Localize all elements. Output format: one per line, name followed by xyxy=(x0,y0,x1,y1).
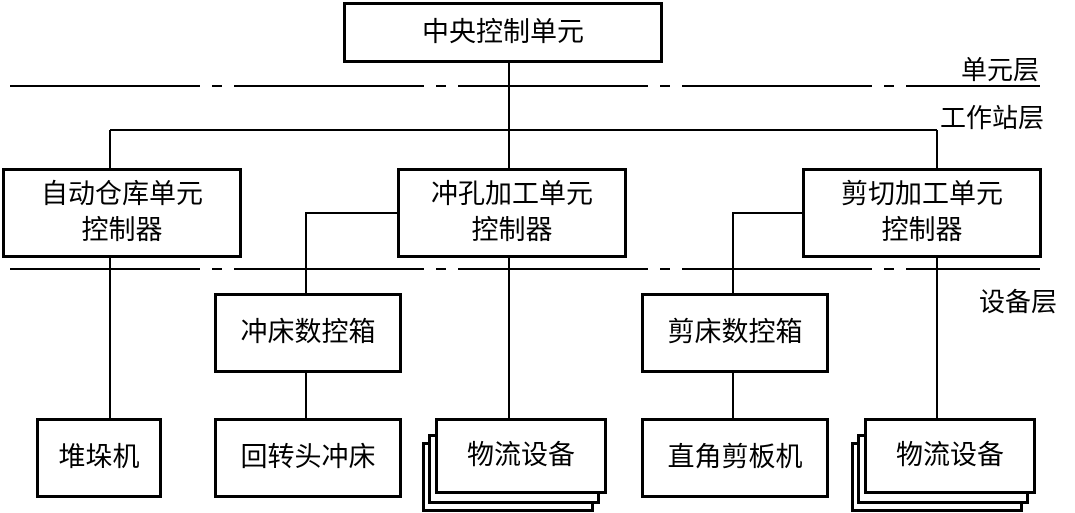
unit-layer-label: 单元层 xyxy=(961,56,1040,86)
link-punch-ctrl-nc xyxy=(305,212,397,293)
shear-nc-box: 剪床数控箱 xyxy=(641,293,829,373)
punch-nc-box: 冲床数控箱 xyxy=(214,293,402,373)
warehouse-unit-controller-box: 自动仓库单元 控制器 xyxy=(2,168,242,258)
equipment-layer-label: 设备层 xyxy=(979,288,1058,318)
turret-punch-press-box: 回转头冲床 xyxy=(214,418,402,498)
logistics-equipment-2-box: 物流设备 xyxy=(864,418,1036,494)
logistics-equipment-1-box: 物流设备 xyxy=(435,418,607,494)
punching-unit-controller-box: 冲孔加工单元 控制器 xyxy=(397,168,627,258)
right-angle-shear-box: 直角剪板机 xyxy=(641,418,829,498)
link-shear-ctrl-nc xyxy=(732,212,802,293)
shearing-unit-controller-box: 剪切加工单元 控制器 xyxy=(802,168,1042,258)
stacker-crane-box: 堆垛机 xyxy=(36,418,162,498)
workstation-layer-label: 工作站层 xyxy=(940,104,1045,134)
central-control-unit-box: 中央控制单元 xyxy=(343,2,663,63)
